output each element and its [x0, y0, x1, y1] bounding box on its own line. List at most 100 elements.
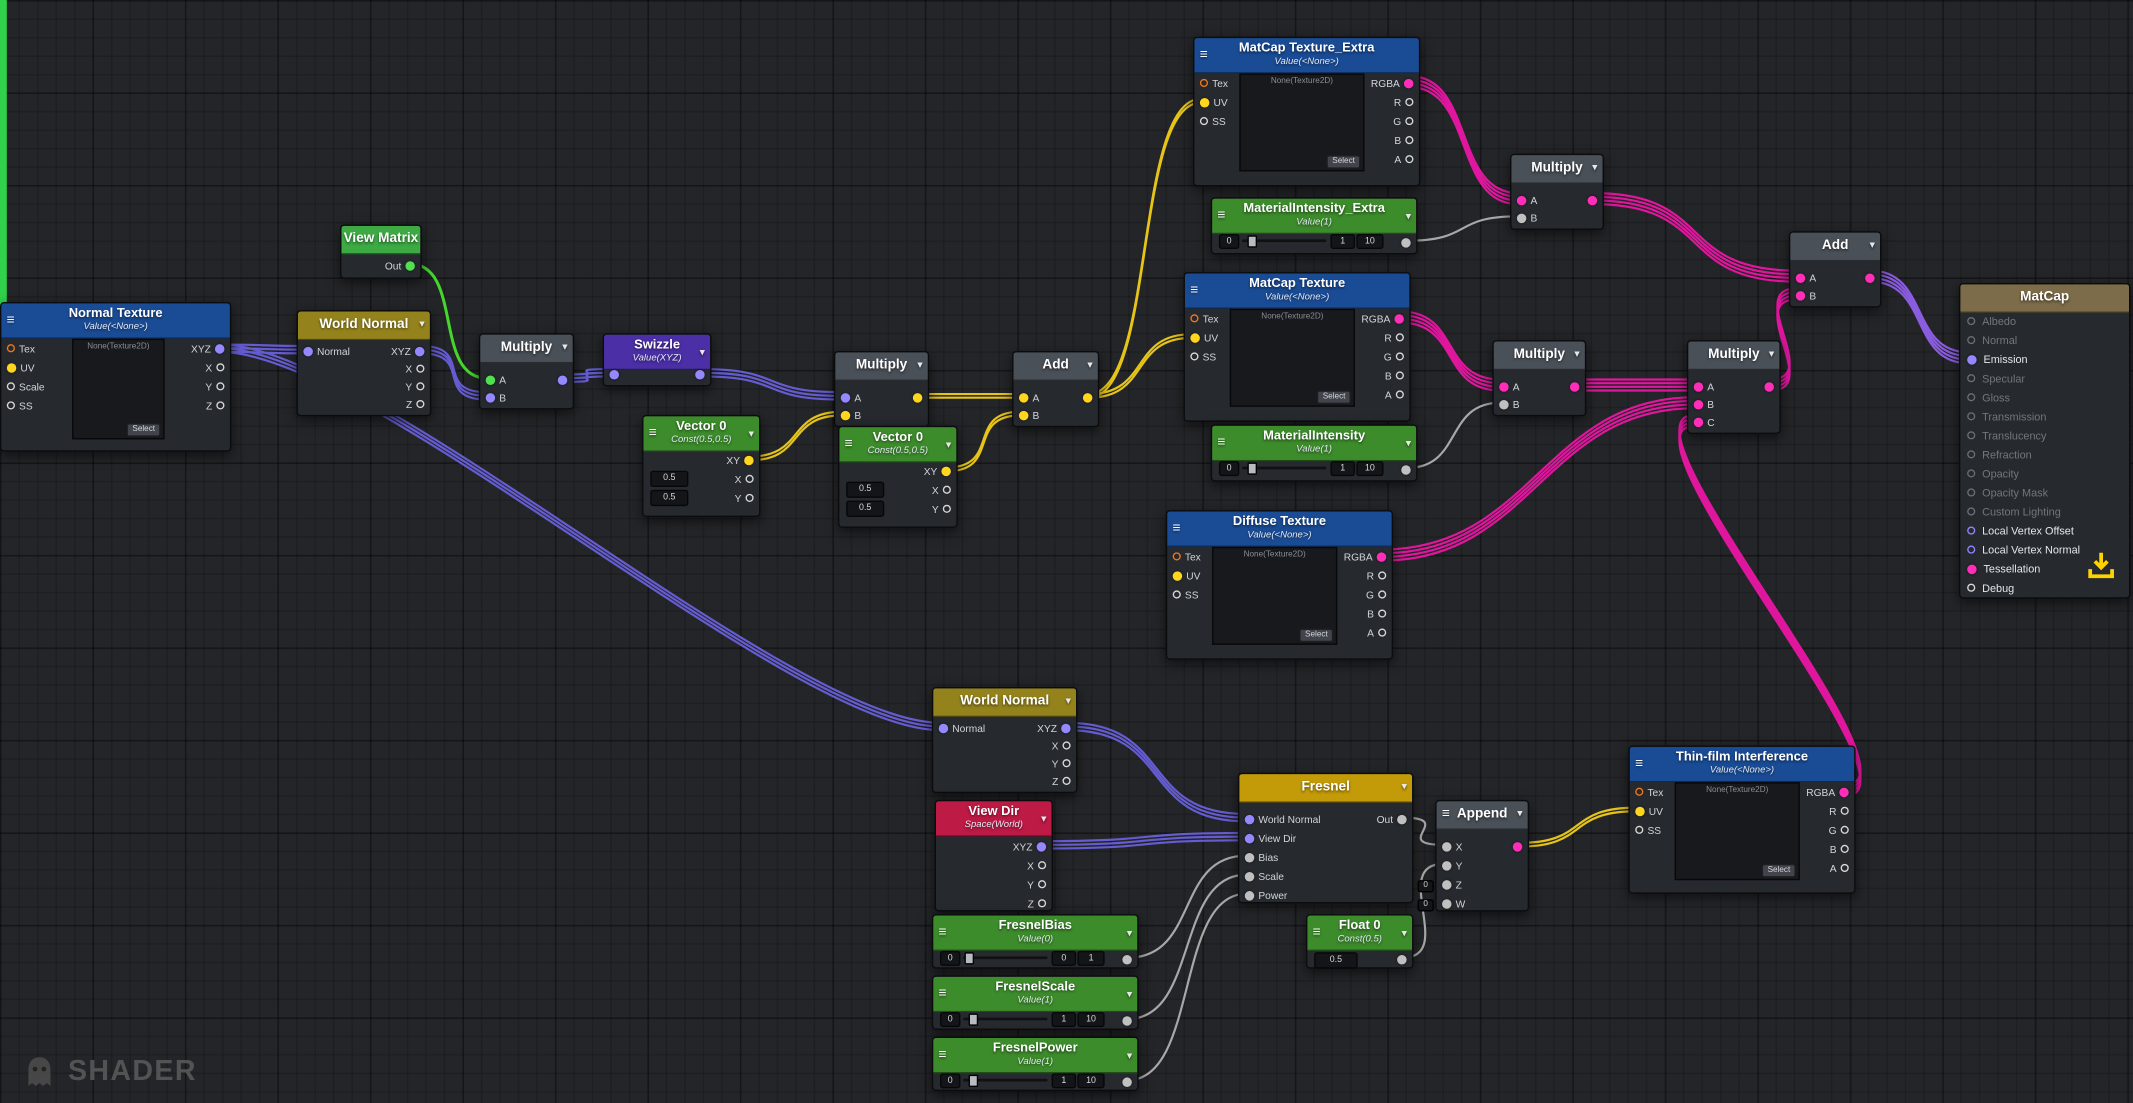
- output-port-B[interactable]: [1396, 371, 1404, 379]
- input-port-Emission[interactable]: [1967, 354, 1977, 364]
- wire[interactable]: [1382, 408, 1695, 560]
- materialintensity-extra-node[interactable]: ≡MaterialIntensity_ExtraValue(1)▾0110: [1211, 197, 1418, 254]
- fresnelpower-node[interactable]: ≡FresnelPowerValue(1)▾0110: [932, 1037, 1139, 1091]
- select-button[interactable]: Select: [1317, 390, 1351, 404]
- output-port-Out[interactable]: [405, 261, 415, 271]
- value-field[interactable]: 0.5: [846, 482, 884, 498]
- wire[interactable]: [1679, 426, 1860, 796]
- input-port-Y[interactable]: [1442, 860, 1452, 870]
- output-port-Out[interactable]: [1397, 814, 1407, 824]
- input-port-A[interactable]: [841, 392, 851, 402]
- wire[interactable]: [1679, 419, 1860, 789]
- output-port-B[interactable]: [1378, 609, 1386, 617]
- wire[interactable]: [1067, 723, 1247, 814]
- input-port-UV[interactable]: [1635, 806, 1645, 816]
- input-port-UV[interactable]: [1200, 97, 1210, 107]
- input-port-Refraction[interactable]: [1967, 450, 1975, 458]
- slider-value[interactable]: 1: [1330, 234, 1354, 249]
- menu-icon[interactable]: ≡: [939, 916, 947, 950]
- matcap-texture-extra-node[interactable]: ≡MatCap Texture_ExtraValue(<None>)TexUVS…: [1193, 37, 1420, 187]
- input-port-A[interactable]: [1517, 195, 1527, 205]
- input-port-Normal[interactable]: [303, 346, 313, 356]
- texture-preview[interactable]: None(Texture2D)Select: [1230, 309, 1355, 407]
- input-port-SS[interactable]: [1173, 590, 1181, 598]
- menu-icon[interactable]: ≡: [939, 977, 947, 1011]
- input-port-A[interactable]: [1499, 382, 1509, 392]
- select-button[interactable]: Select: [127, 423, 161, 437]
- input-port-Albedo[interactable]: [1967, 317, 1975, 325]
- output-port-G[interactable]: [1378, 590, 1386, 598]
- texture-preview[interactable]: None(Texture2D)Select: [1212, 547, 1337, 645]
- output-port-RGBA[interactable]: [1404, 78, 1414, 88]
- input-port-Opacity[interactable]: [1967, 469, 1975, 477]
- input-port-Bias[interactable]: [1245, 852, 1255, 862]
- output-port-Z[interactable]: [416, 400, 424, 408]
- input-port-B[interactable]: [486, 392, 496, 402]
- caret-down-icon[interactable]: ▾: [1769, 341, 1774, 368]
- input-port-Debug[interactable]: [1967, 584, 1975, 592]
- output-port-out[interactable]: [1513, 841, 1523, 851]
- input-port-Custom Lighting[interactable]: [1967, 507, 1975, 515]
- output-port-A[interactable]: [1378, 629, 1386, 637]
- slider-min[interactable]: 0: [1219, 234, 1239, 249]
- vector0-a-node[interactable]: ≡Vector 0Const(0.5,0.5)▾XYXY0.50.5: [642, 415, 760, 517]
- wire[interactable]: [1382, 401, 1695, 553]
- value-field[interactable]: 0.5: [650, 490, 688, 506]
- wire[interactable]: [1382, 405, 1695, 557]
- output-port-Y[interactable]: [416, 382, 424, 390]
- view-matrix-node[interactable]: View MatrixOut: [340, 224, 422, 278]
- caret-down-icon[interactable]: ▾: [563, 335, 568, 362]
- output-port-out[interactable]: [913, 392, 923, 402]
- wire[interactable]: [1593, 204, 1797, 282]
- wire[interactable]: [1593, 193, 1797, 271]
- slider-min[interactable]: 0: [940, 951, 960, 966]
- wire[interactable]: [1407, 216, 1519, 240]
- output-port-A[interactable]: [1841, 864, 1849, 872]
- input-port-B[interactable]: [1499, 399, 1509, 409]
- menu-icon[interactable]: ≡: [939, 1038, 947, 1072]
- wire[interactable]: [947, 412, 1020, 468]
- caret-down-icon[interactable]: ▾: [1088, 352, 1093, 379]
- slider-handle[interactable]: [965, 952, 975, 964]
- input-port-Normal[interactable]: [1967, 336, 1975, 344]
- output-port-out[interactable]: [558, 375, 568, 385]
- world-normal-a-node[interactable]: World Normal▾NormalXYZXYZ: [297, 310, 432, 416]
- output-port-G[interactable]: [1841, 826, 1849, 834]
- value-field[interactable]: 0.5: [846, 501, 884, 517]
- input-port-Translucency[interactable]: [1967, 431, 1975, 439]
- input-port-B[interactable]: [1694, 399, 1704, 409]
- output-port-out[interactable]: [1865, 273, 1875, 283]
- input-port-SS[interactable]: [1635, 826, 1643, 834]
- output-port-G[interactable]: [1396, 352, 1404, 360]
- menu-icon[interactable]: ≡: [1200, 38, 1208, 72]
- caret-down-icon[interactable]: ▾: [749, 416, 754, 450]
- input-port-UV[interactable]: [1173, 571, 1183, 581]
- value-field[interactable]: 0.5: [650, 471, 688, 487]
- output-port-X[interactable]: [1038, 861, 1046, 869]
- wire[interactable]: [1409, 87, 1518, 204]
- caret-down-icon[interactable]: ▾: [1870, 233, 1875, 260]
- wire[interactable]: [1382, 397, 1695, 549]
- menu-icon[interactable]: ≡: [1190, 273, 1198, 307]
- slider-handle[interactable]: [1248, 235, 1258, 247]
- output-port-XY[interactable]: [744, 455, 754, 465]
- output-port-R[interactable]: [1396, 333, 1404, 341]
- output-port-B[interactable]: [1405, 136, 1413, 144]
- wire[interactable]: [1679, 415, 1860, 785]
- input-port-Power[interactable]: [1245, 890, 1255, 900]
- output-port-B[interactable]: [1841, 845, 1849, 853]
- multiply-c-node[interactable]: Multiply▾AB: [1510, 154, 1604, 230]
- output-port-RGBA[interactable]: [1377, 552, 1387, 562]
- slider-max[interactable]: 10: [1077, 1073, 1104, 1088]
- add-b-node[interactable]: Add▾AB: [1789, 231, 1882, 307]
- input-port-Local Vertex Offset[interactable]: [1967, 526, 1975, 534]
- output-port-Y[interactable]: [943, 505, 951, 513]
- input-port-C[interactable]: [1694, 417, 1704, 427]
- slider-track[interactable]: [963, 956, 1047, 959]
- input-port-Tex[interactable]: [7, 344, 15, 352]
- input-port-Z[interactable]: [1442, 879, 1452, 889]
- slider-value[interactable]: 1: [1052, 1073, 1076, 1088]
- vector0-b-node[interactable]: ≡Vector 0Const(0.5,0.5)▾XYXY0.50.5: [838, 426, 958, 528]
- slider-value[interactable]: 0: [1052, 951, 1076, 966]
